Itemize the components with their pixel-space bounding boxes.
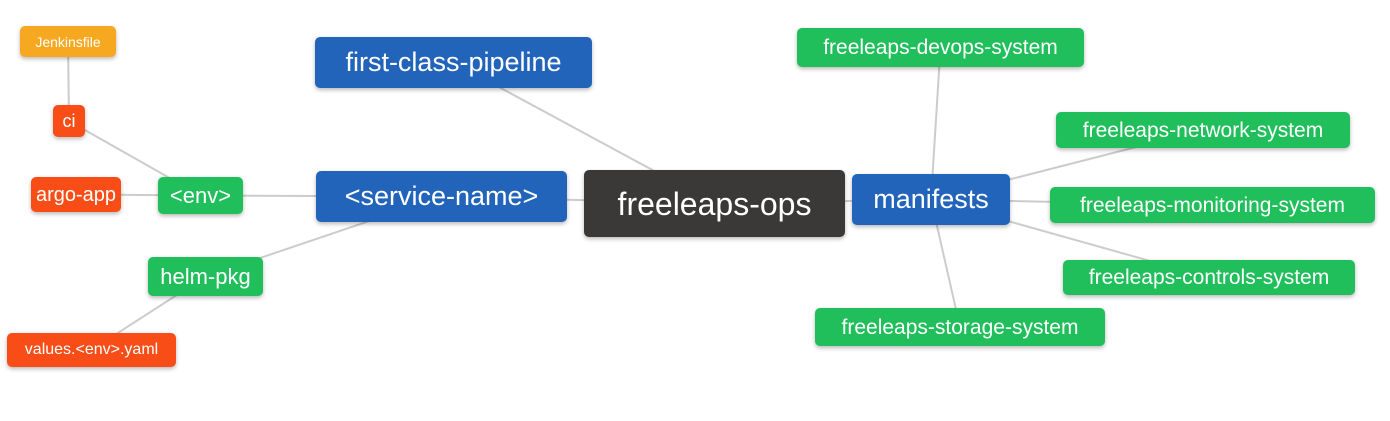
node-values-env-yaml[interactable]: values.<env>.yaml: [7, 333, 176, 367]
node-freeleaps-ops[interactable]: freeleaps-ops: [584, 170, 845, 237]
node-service-name[interactable]: <service-name>: [316, 171, 567, 222]
node-argo-app[interactable]: argo-app: [31, 177, 121, 212]
node-freeleaps-controls-system[interactable]: freeleaps-controls-system: [1063, 260, 1355, 295]
node-jenkinsfile[interactable]: Jenkinsfile: [20, 26, 116, 57]
node-manifests[interactable]: manifests: [852, 174, 1010, 225]
node-helm-pkg[interactable]: helm-pkg: [148, 257, 263, 296]
node-freeleaps-devops-system[interactable]: freeleaps-devops-system: [797, 28, 1084, 67]
node-ci[interactable]: ci: [53, 105, 85, 137]
node-first-class-pipeline[interactable]: first-class-pipeline: [315, 37, 592, 88]
node-env[interactable]: <env>: [158, 177, 243, 214]
node-freeleaps-monitoring-system[interactable]: freeleaps-monitoring-system: [1050, 187, 1375, 223]
node-freeleaps-network-system[interactable]: freeleaps-network-system: [1056, 112, 1350, 148]
node-freeleaps-storage-system[interactable]: freeleaps-storage-system: [815, 308, 1105, 346]
